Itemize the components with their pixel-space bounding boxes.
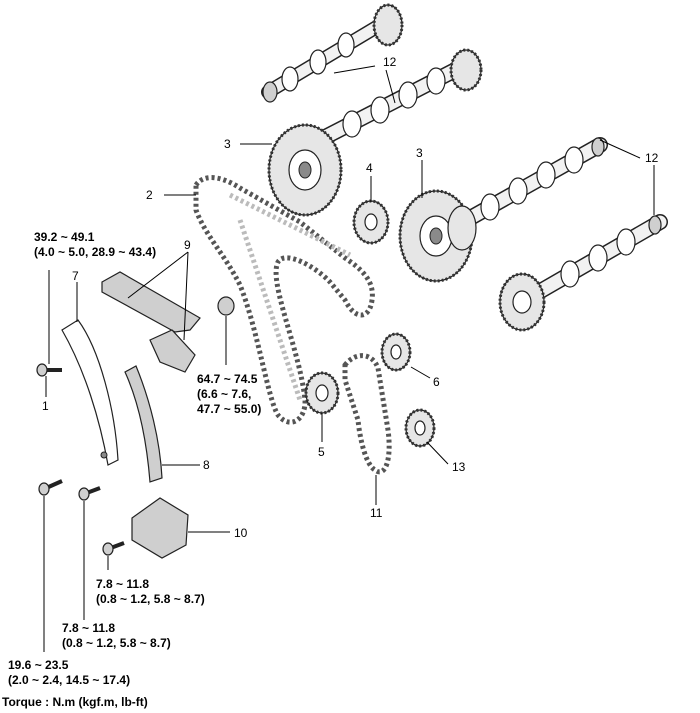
camshaft-upper-left [261,3,404,103]
torque-guide-line1: 7.8 ~ 11.8 [62,621,115,635]
chain-guide [124,365,163,483]
callout-5: 5 [318,445,325,459]
torque-plug-line2: (6.6 ~ 7.6, [197,387,251,401]
callout-11: 11 [370,506,383,520]
torque-guide-line2: (0.8 ~ 1.2, 5.8 ~ 8.7) [62,636,171,650]
crankshaft-sprocket [304,371,340,415]
camshaft-lower-right [498,214,668,332]
timing-chain-oil-pump [342,353,392,475]
cam-sprocket-left [267,123,343,217]
tensioner-bolt [102,541,125,556]
torque-plug-line1: 64.7 ~ 74.5 [197,372,258,386]
leader-lines [43,65,655,652]
timing-chain-main [193,175,375,425]
guide-bolt [78,486,101,501]
upper-chain-guide [101,271,201,373]
callout-7: 7 [72,269,79,283]
callout-12-upper: 12 [383,55,397,69]
cam-sprocket-right [398,189,477,283]
oil-pump-drive-sprocket [380,332,412,372]
torque-plug-line3: 47.7 ~ 55.0) [197,402,261,416]
chain-tensioner [131,497,189,559]
torque-tensioner-line2: (0.8 ~ 1.2, 5.8 ~ 8.7) [96,592,205,606]
callout-12-right: 12 [645,151,659,165]
callout-4: 4 [366,161,373,175]
callout-9: 9 [184,238,191,252]
chain-tensioner-arm [61,319,119,466]
callout-6: 6 [433,375,440,389]
tensioner-plug [217,296,235,316]
callout-3-left: 3 [224,137,231,151]
callout-10: 10 [234,526,248,540]
torque-tensioner-arm-line1: 39.2 ~ 49.1 [34,230,95,244]
torque-tensioner-line1: 7.8 ~ 11.8 [96,577,149,591]
callout-1: 1 [42,399,49,413]
torque-units-footer: Torque : N.m (kgf.m, lb-ft) [2,695,148,709]
callout-8: 8 [203,458,210,472]
tensioner-arm-bolt [36,363,62,377]
torque-guide-bolt-line1: 19.6 ~ 23.5 [8,658,69,672]
oil-pump-sprocket [404,408,436,448]
idler-sprocket [352,199,390,245]
torque-tensioner-arm-line2: (4.0 ~ 5.0, 28.9 ~ 43.4) [34,245,156,259]
chain-guide-bolt [38,479,63,496]
callout-13: 13 [452,460,466,474]
callout-3-right: 3 [416,146,423,160]
torque-guide-bolt-line2: (2.0 ~ 2.4, 14.5 ~ 17.4) [8,673,130,687]
callout-2: 2 [146,188,153,202]
